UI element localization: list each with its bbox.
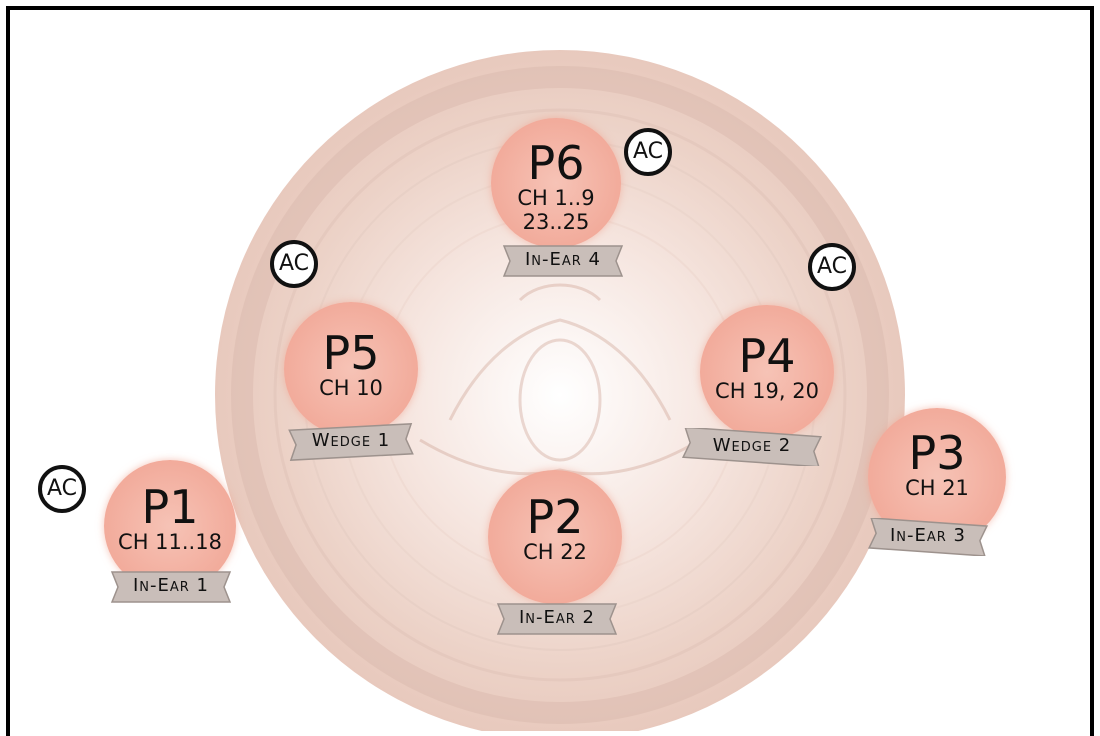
- performer-name: P5: [322, 326, 380, 380]
- performer-channels: CH 10: [319, 376, 383, 400]
- banner-shape: [288, 423, 414, 461]
- stage-ring-outer: [231, 66, 889, 724]
- performer-name: P6: [527, 136, 585, 190]
- performer-name: P3: [908, 426, 966, 480]
- banner-shape: [681, 428, 823, 466]
- monitor-label: In-Ear 3: [889, 525, 966, 546]
- ac-outlet: AC: [270, 240, 318, 288]
- performer-channels: CH 1..9: [517, 186, 595, 210]
- stage-circle: [215, 50, 905, 731]
- banner-shape: [110, 571, 232, 603]
- performer-name: P2: [526, 490, 584, 544]
- monitor-label: In-Ear 1: [132, 575, 209, 596]
- monitor-label: In-Ear 4: [524, 249, 601, 270]
- performer-channels: 23..25: [522, 210, 590, 234]
- performer-p4: P4 CH 19, 20: [700, 305, 834, 439]
- monitor-banner-p1: In-Ear 1: [108, 568, 234, 606]
- performer-channels: CH 19, 20: [715, 379, 819, 403]
- monitor-banner-p4: Wedge 2: [680, 428, 824, 466]
- ac-outlet: AC: [808, 243, 856, 291]
- monitor-banner-p2: In-Ear 2: [494, 600, 620, 638]
- performer-p6: P6 CH 1..9 23..25: [491, 118, 621, 248]
- banner-shape: [867, 518, 989, 556]
- diagram-frame: [6, 6, 1094, 736]
- performer-channels: CH 22: [523, 540, 587, 564]
- ac-outlet: AC: [38, 465, 86, 513]
- ac-outlet: AC: [624, 128, 672, 176]
- performer-p2: P2 CH 22: [488, 470, 622, 604]
- banner-shape: [502, 245, 624, 277]
- monitor-banner-p5: Wedge 1: [286, 423, 416, 461]
- monitor-banner-p3: In-Ear 3: [866, 518, 990, 556]
- performer-name: P4: [738, 329, 796, 383]
- monitor-label: Wedge 1: [311, 430, 391, 451]
- banner-shape: [496, 603, 618, 635]
- monitor-label: In-Ear 2: [518, 607, 595, 628]
- monitor-banner-p6: In-Ear 4: [500, 242, 626, 280]
- stage-ring: [273, 108, 847, 682]
- performer-p5: P5 CH 10: [284, 302, 418, 436]
- performer-name: P1: [141, 480, 199, 534]
- performer-channels: CH 21: [905, 476, 969, 500]
- monitor-label: Wedge 2: [712, 435, 792, 456]
- performer-channels: CH 11..18: [118, 530, 222, 554]
- performer-p1: P1 CH 11..18: [104, 460, 236, 592]
